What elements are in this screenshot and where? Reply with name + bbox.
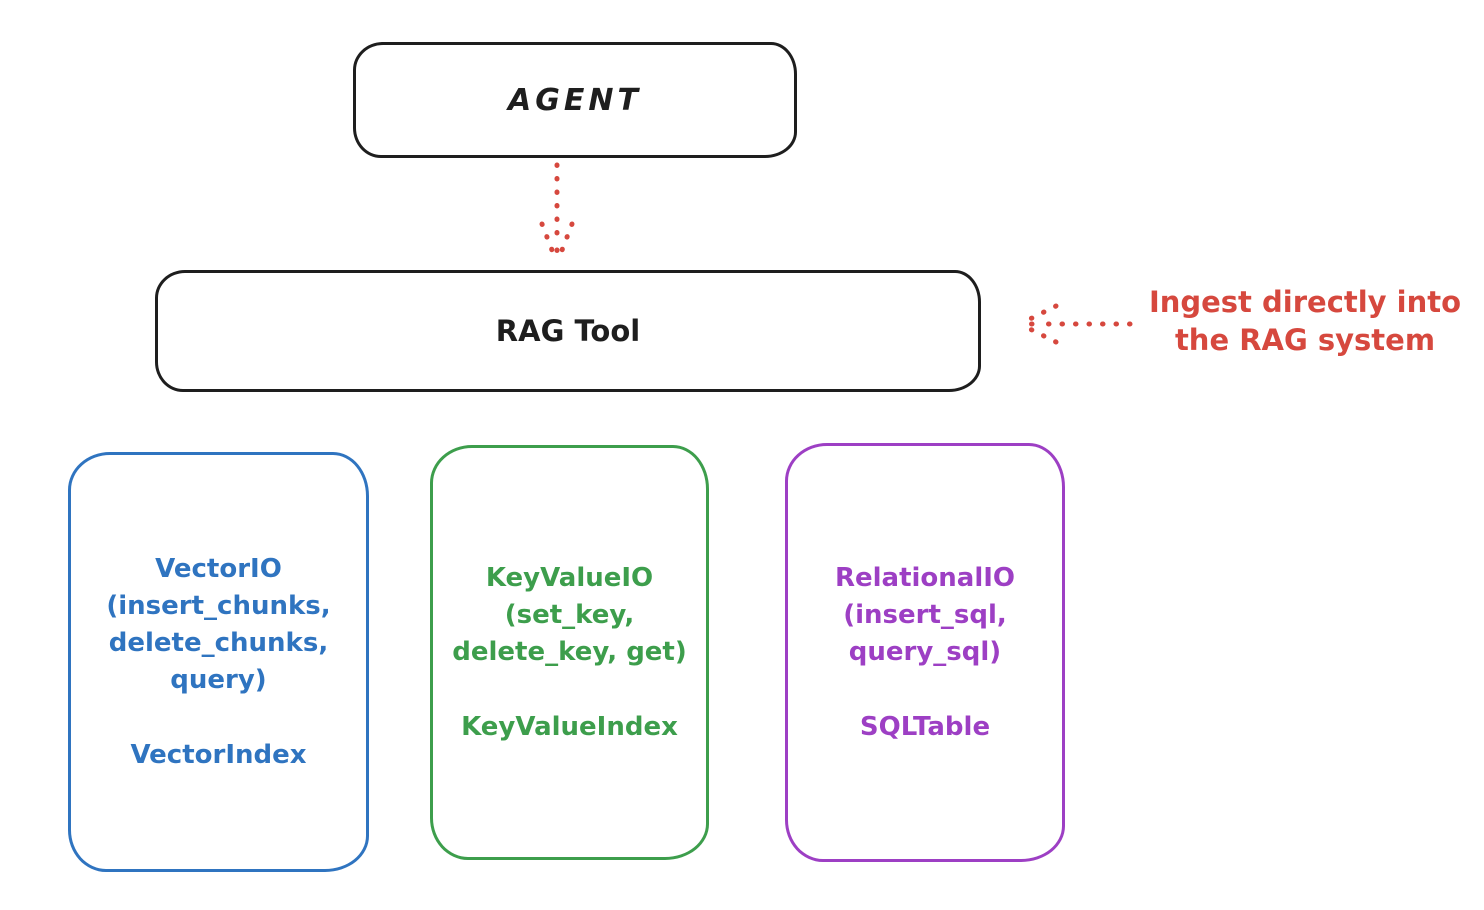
vector-io-methods-line: (insert_chunks, <box>106 590 331 621</box>
agent-label: AGENT <box>508 82 642 118</box>
relational-io-methods-line: query_sql) <box>848 636 1002 667</box>
ingest-annotation-line1: Ingest directly into <box>1148 285 1462 319</box>
vector-io-methods-line: query) <box>170 664 267 695</box>
keyvalue-io-methods-line: (set_key, <box>504 599 635 630</box>
keyvalue-index-label: KeyValueIndex <box>461 711 678 742</box>
relational-io-methods-line: (insert_sql, <box>843 599 1007 630</box>
relational-io-title: RelationalIO <box>834 562 1016 593</box>
agent-to-rag-arrow <box>533 160 581 268</box>
vector-io-title: VectorIO <box>155 553 282 584</box>
agent-box: AGENT <box>353 42 797 158</box>
dotted-left-arrow-icon <box>1017 303 1133 345</box>
rag-tool-label: RAG Tool <box>495 314 641 348</box>
ingest-annotation-line2: the RAG system <box>1174 323 1436 357</box>
keyvalue-io-box: KeyValueIO (set_key, delete_key, get) Ke… <box>430 445 709 860</box>
ingest-annotation: Ingest directly into the RAG system <box>1130 283 1480 359</box>
vector-io-box: VectorIO (insert_chunks, delete_chunks, … <box>68 452 369 872</box>
vector-index-label: VectorIndex <box>130 739 307 770</box>
vector-io-methods-line: delete_chunks, <box>108 627 329 658</box>
keyvalue-io-methods-line: delete_key, get) <box>452 636 687 667</box>
relational-io-box: RelationalIO (insert_sql, query_sql) SQL… <box>785 443 1065 862</box>
sql-table-label: SQLTable <box>859 711 991 742</box>
rag-tool-box: RAG Tool <box>155 270 981 392</box>
keyvalue-io-title: KeyValueIO <box>485 562 654 593</box>
dotted-down-arrow-icon <box>539 162 575 266</box>
ingest-arrow <box>1012 296 1138 352</box>
